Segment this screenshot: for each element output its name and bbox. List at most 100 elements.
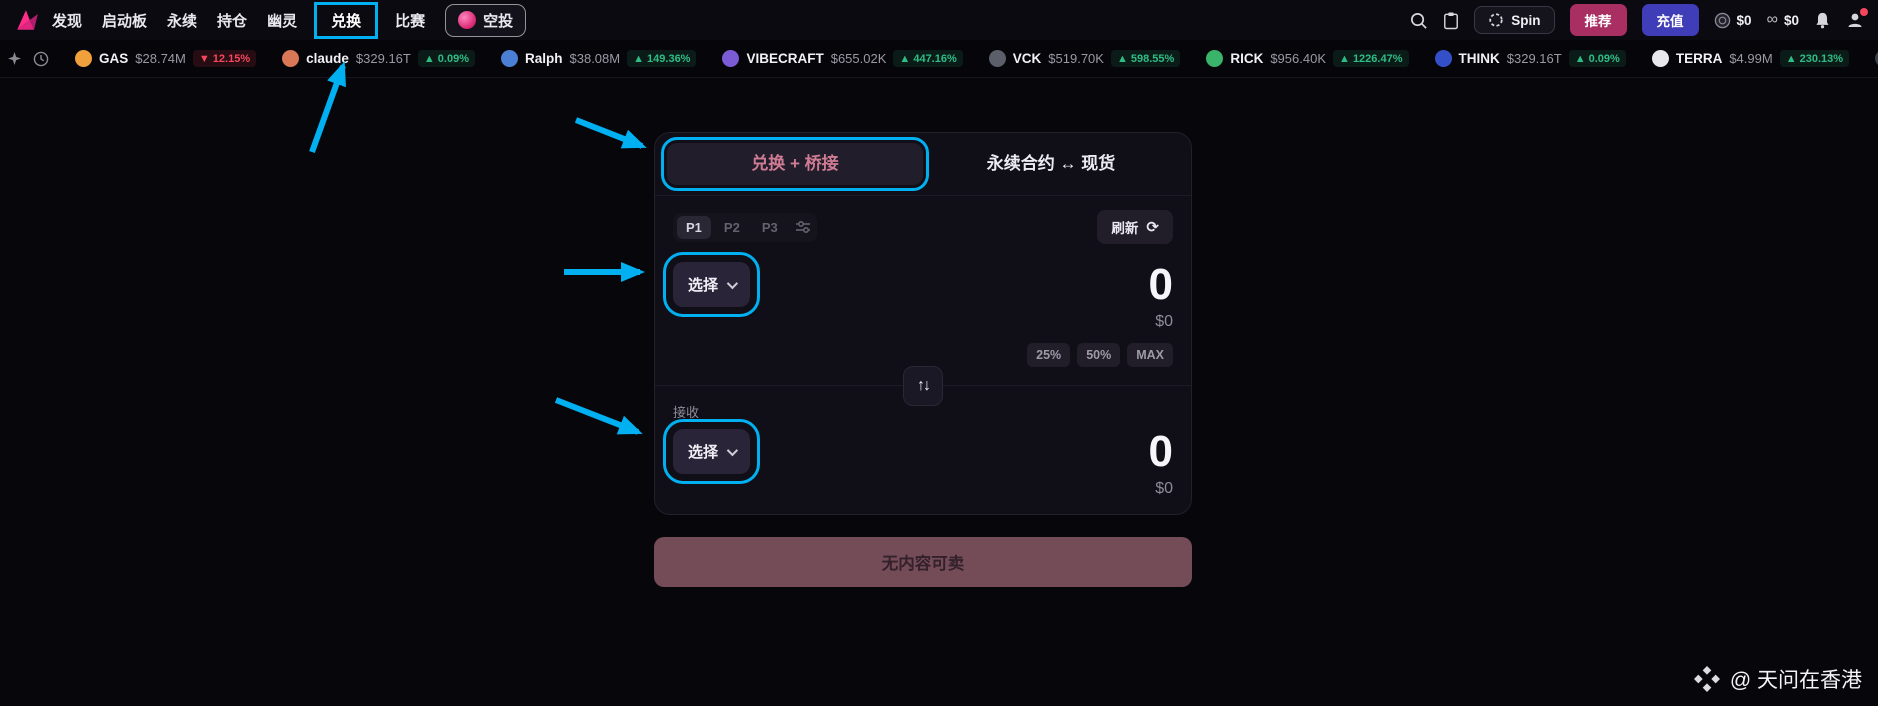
ticker-change-badge: ▲ 149.36% bbox=[627, 50, 697, 67]
refresh-button[interactable]: 刷新 ⟳ bbox=[1097, 210, 1173, 244]
ticker-price: $28.74M bbox=[135, 51, 186, 66]
ticker-price: $329.16T bbox=[355, 51, 411, 66]
top-nav: 发现 启动板 永续 持仓 幽灵 兑换 比赛 空投 Spin 推荐 充值 $0 ∞… bbox=[0, 0, 1878, 40]
tab-swap-bridge[interactable]: 兑换 + 桥接 bbox=[661, 137, 929, 191]
receive-select-label: 选择 bbox=[688, 444, 719, 461]
ticker-price: $519.70K bbox=[1048, 51, 1104, 66]
swap-card-body: P1 P2 P3 刷新 ⟳ 选择 bbox=[655, 196, 1191, 514]
ticker-change-badge: ▼ 12.15% bbox=[192, 50, 257, 67]
ticker-price: $329.16T bbox=[1506, 51, 1562, 66]
bell-icon[interactable] bbox=[1814, 11, 1831, 29]
ticker-item[interactable]: GAS $28.74M ▼ 12.15% bbox=[75, 50, 257, 67]
ticker-price: $655.02K bbox=[830, 51, 887, 66]
token-icon bbox=[1875, 50, 1878, 67]
price-ticker-bar: GAS $28.74M ▼ 12.15% claude $329.16T ▲ 0… bbox=[0, 40, 1878, 78]
ticker-price: $4.99M bbox=[1729, 51, 1773, 66]
percent-row: 25% 50% MAX bbox=[673, 343, 1173, 367]
search-icon[interactable] bbox=[1409, 11, 1428, 30]
receive-amount[interactable]: 0 bbox=[1148, 426, 1173, 476]
token-icon bbox=[988, 50, 1006, 67]
clock-icon[interactable] bbox=[33, 51, 49, 67]
section-divider: ↑↓ bbox=[655, 366, 1191, 406]
token-icon bbox=[500, 50, 518, 67]
token-icon bbox=[75, 50, 92, 67]
preset-p3-button[interactable]: P3 bbox=[753, 216, 787, 239]
ticker-change-badge: ▲ 1226.47% bbox=[1333, 50, 1409, 67]
sell-token-select[interactable]: 选择 bbox=[662, 252, 761, 317]
annotation-arrow-tab bbox=[574, 117, 647, 149]
sell-amount[interactable]: 0 bbox=[1148, 259, 1173, 309]
infinity-icon: ∞ bbox=[1766, 11, 1778, 28]
annotation-arrow-receive-select bbox=[554, 397, 643, 435]
submit-button[interactable]: 无内容可卖 bbox=[654, 537, 1192, 587]
spin-label: Spin bbox=[1511, 12, 1541, 28]
nav-item-positions[interactable]: 持仓 bbox=[217, 12, 248, 30]
buying-power-value: $0 bbox=[1783, 12, 1799, 28]
presets-group: P1 P2 P3 bbox=[673, 212, 817, 242]
deposit-button[interactable]: 充值 bbox=[1641, 4, 1699, 36]
nav-item-competition[interactable]: 比赛 bbox=[395, 12, 426, 30]
swap-panel: 兑换 + 桥接 永续合约 ↔ 现货 P1 P2 P3 刷新 ⟳ bbox=[654, 132, 1192, 587]
buying-power-balance[interactable]: ∞ $0 bbox=[1767, 11, 1799, 29]
sell-select-label: 选择 bbox=[688, 277, 719, 294]
ticker-price: $38.08M bbox=[569, 51, 621, 66]
app-logo-icon[interactable] bbox=[14, 7, 40, 33]
token-icon bbox=[282, 50, 300, 67]
tab-perp-spot[interactable]: 永续合约 ↔ 现货 bbox=[986, 154, 1116, 173]
watermark-text: @ 天问在香港 bbox=[1729, 669, 1862, 692]
spin-icon bbox=[1489, 13, 1503, 27]
receive-usd-value: $0 bbox=[1155, 480, 1173, 497]
clipboard-icon[interactable] bbox=[1443, 11, 1459, 30]
chevron-down-icon bbox=[726, 277, 739, 289]
wallet-balance[interactable]: $0 bbox=[1714, 12, 1752, 29]
user-icon[interactable] bbox=[1846, 8, 1868, 29]
receive-section: 接收 选择 0 $0 bbox=[662, 402, 1173, 498]
ticker-item[interactable]: PIGEONS $127.67K bbox=[1875, 50, 1878, 67]
watermark-icon bbox=[1693, 666, 1720, 692]
nav-item-perps[interactable]: 永续 bbox=[167, 12, 198, 30]
ticker-item[interactable]: THINK $329.16T ▲ 0.09% bbox=[1434, 50, 1626, 67]
refresh-label: 刷新 bbox=[1111, 221, 1139, 236]
airdrop-icon bbox=[458, 11, 477, 29]
token-icon bbox=[1206, 50, 1224, 67]
percent-max-button[interactable]: MAX bbox=[1127, 343, 1173, 367]
nav-item-swap[interactable]: 兑换 bbox=[314, 1, 379, 39]
ticker-item[interactable]: VCK $519.70K ▲ 598.55% bbox=[988, 50, 1181, 67]
ticker-change-badge: ▲ 447.16% bbox=[893, 50, 963, 67]
nav-item-discover[interactable]: 发现 bbox=[52, 12, 83, 30]
ticker-change-badge: ▲ 230.13% bbox=[1779, 50, 1850, 67]
nav-item-ghost[interactable]: 幽灵 bbox=[267, 12, 298, 30]
annotation-arrow-nav-swap bbox=[309, 61, 346, 154]
preset-p1-button[interactable]: P1 bbox=[677, 215, 711, 239]
nav-item-airdrop[interactable]: 空投 bbox=[445, 3, 527, 37]
ticker-item[interactable]: TERRA $4.99M ▲ 230.13% bbox=[1651, 50, 1850, 67]
preset-p2-button[interactable]: P2 bbox=[715, 216, 749, 239]
receive-label: 接收 bbox=[673, 405, 700, 420]
ticker-item[interactable]: VIBECRAFT $655.02K ▲ 447.16% bbox=[722, 50, 963, 67]
spin-button[interactable]: Spin bbox=[1474, 6, 1555, 34]
token-icon bbox=[1434, 50, 1452, 67]
percent-50-button[interactable]: 50% bbox=[1077, 343, 1121, 367]
ticker-symbol: RICK bbox=[1230, 51, 1264, 66]
ticker-item[interactable]: RICK $956.40K ▲ 1226.47% bbox=[1206, 50, 1409, 67]
token-icon bbox=[1651, 50, 1669, 67]
referral-button[interactable]: 推荐 bbox=[1569, 4, 1627, 36]
swap-tab-row: 兑换 + 桥接 永续合约 ↔ 现货 bbox=[655, 133, 1191, 196]
ticker-item[interactable]: Ralph $38.08M ▲ 149.36% bbox=[500, 50, 697, 67]
nav-item-launchpad[interactable]: 启动板 bbox=[102, 12, 148, 30]
preset-settings-icon[interactable] bbox=[795, 220, 811, 234]
chevron-down-icon bbox=[726, 444, 739, 456]
ticker-item[interactable]: claude $329.16T ▲ 0.09% bbox=[282, 50, 475, 67]
ticker-symbol: TERRA bbox=[1675, 51, 1723, 66]
swap-direction-button[interactable]: ↑↓ bbox=[903, 366, 943, 406]
token-icon bbox=[722, 50, 740, 67]
ticker-price: $956.40K bbox=[1270, 51, 1326, 66]
receive-token-select[interactable]: 选择 bbox=[662, 419, 761, 484]
percent-25-button[interactable]: 25% bbox=[1027, 343, 1071, 367]
sparkle-icon[interactable] bbox=[8, 52, 21, 65]
ticker-symbol: VIBECRAFT bbox=[746, 51, 824, 66]
ticker-symbol: GAS bbox=[99, 51, 129, 66]
ticker-change-badge: ▲ 0.09% bbox=[1568, 50, 1626, 67]
refresh-icon: ⟳ bbox=[1146, 218, 1159, 236]
swap-card: 兑换 + 桥接 永续合约 ↔ 现货 P1 P2 P3 刷新 ⟳ bbox=[654, 132, 1192, 515]
